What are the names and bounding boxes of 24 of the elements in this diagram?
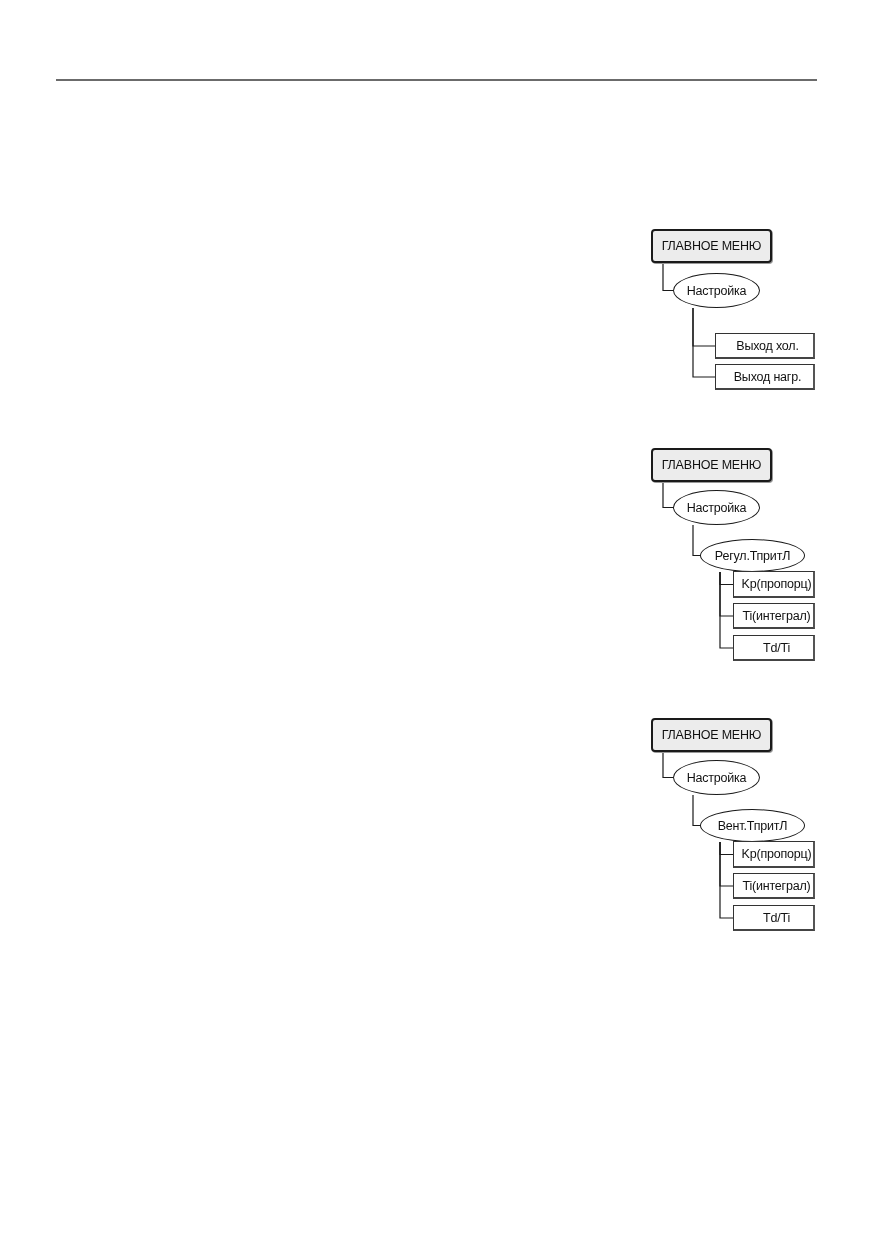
parameter-box: Td/Ti <box>733 905 815 931</box>
parameter-box: Выход нагр. <box>715 364 815 390</box>
connector-line <box>692 794 701 827</box>
menu-item-oval: Настройка <box>673 273 760 308</box>
parameter-box: Kp(пропорц) <box>733 571 815 598</box>
connector-line <box>662 481 674 509</box>
parameter-box: Kp(пропорц) <box>733 841 815 868</box>
menu-header-box: ГЛАВНОЕ МЕНЮ <box>651 448 772 482</box>
menu-header-box: ГЛАВНОЕ МЕНЮ <box>651 229 772 263</box>
parameter-box: Выход хол. <box>715 333 815 359</box>
connector-line <box>662 751 674 779</box>
connector-line <box>662 262 674 292</box>
menu-header-box: ГЛАВНОЕ МЕНЮ <box>651 718 772 752</box>
parameter-box: Ti(интеграл) <box>733 603 815 629</box>
connector-line <box>719 571 734 649</box>
connector-line <box>719 841 734 919</box>
parameter-box: Ti(интеграл) <box>733 873 815 899</box>
connector-line <box>692 307 716 378</box>
menu-item-oval: Настройка <box>673 490 760 525</box>
connector-line <box>692 524 701 557</box>
parameter-box: Td/Ti <box>733 635 815 661</box>
menu-item-oval: Вент.ТпритЛ <box>700 809 805 842</box>
menu-item-oval: Регул.ТпритЛ <box>700 539 805 572</box>
menu-item-oval: Настройка <box>673 760 760 795</box>
